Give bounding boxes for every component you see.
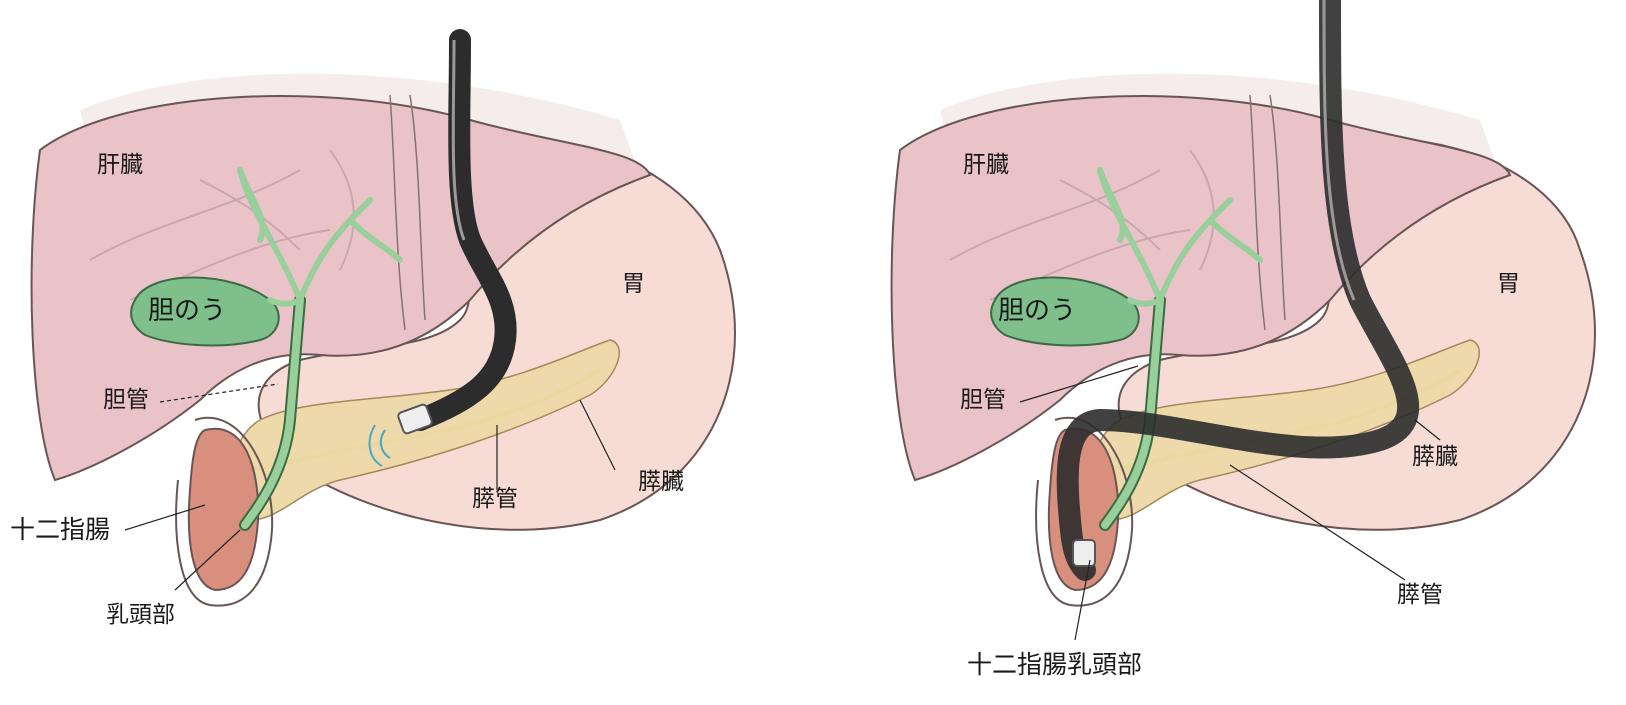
label-liver: 肝臓 — [963, 154, 1009, 177]
left-panel — [32, 40, 735, 606]
label-stomach: 胃 — [1497, 273, 1520, 296]
label-bile-duct: 胆管 — [103, 389, 149, 412]
label-pancreas: 膵臓 — [638, 471, 684, 494]
label-liver: 肝臓 — [97, 154, 143, 177]
label-duodenal-papilla: 十二指腸乳頭部 — [967, 652, 1142, 677]
duodenum — [189, 429, 258, 590]
label-pancreas: 膵臓 — [1412, 446, 1458, 469]
label-gallbladder: 胆のう — [148, 298, 226, 324]
label-stomach: 胃 — [622, 273, 645, 296]
label-papilla: 乳頭部 — [106, 604, 175, 627]
label-bile-duct: 胆管 — [960, 389, 1006, 412]
label-pancreatic-duct: 膵管 — [1397, 584, 1443, 607]
endoscope-tip — [1073, 540, 1095, 566]
label-gallbladder: 胆のう — [998, 298, 1076, 324]
label-duodenum: 十二指腸 — [10, 517, 110, 542]
label-pancreatic-duct: 膵管 — [472, 488, 518, 511]
